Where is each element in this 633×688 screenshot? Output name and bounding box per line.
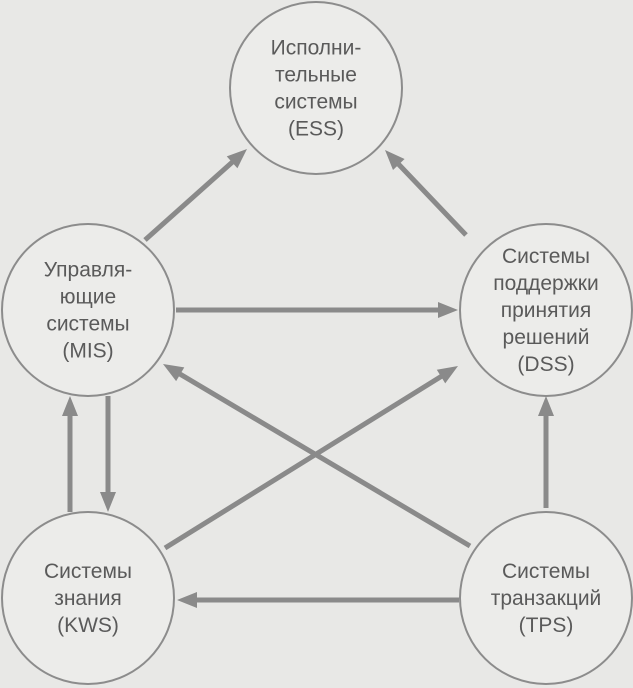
arrow-tps-mis: [163, 364, 472, 549]
arrow-shaft: [395, 161, 468, 237]
arrow-tps-kws: [177, 592, 459, 608]
arrow-head: [438, 302, 458, 318]
arrow-head: [177, 592, 197, 608]
node-label-line: принятия: [501, 299, 591, 322]
node-kws: Системы знания (KWS): [1, 511, 175, 685]
node-label-line: Управля-: [44, 259, 132, 282]
node-label-line: (TPS): [519, 614, 574, 637]
arrow-mis-kws: [100, 396, 116, 512]
arrow-head: [163, 364, 185, 382]
node-label-line: (ESS): [288, 118, 344, 141]
node-label-line: (MIS): [62, 340, 113, 363]
node-label-line: Системы: [502, 245, 590, 268]
node-dss: Системы поддержки принятия решений (DSS): [459, 223, 633, 397]
arrow-shaft: [177, 371, 472, 549]
arrow-head: [100, 492, 116, 512]
node-label-line: тельные: [275, 64, 357, 87]
node-label-line: знания: [54, 587, 122, 610]
node-mis: Управля-ющие системы (MIS): [1, 223, 175, 397]
arrow-kws-dss: [163, 366, 458, 551]
node-circle: [1, 511, 175, 685]
node-circle: [459, 223, 633, 397]
arrow-head: [226, 149, 247, 169]
arrow-head: [385, 150, 405, 170]
node-label-line: транзакций: [491, 587, 602, 610]
node-label-line: решений: [503, 326, 590, 349]
arrow-mis-ess: [143, 149, 247, 242]
arrow-head: [538, 396, 554, 416]
node-ess: Исполни-тельные системы (ESS): [229, 1, 403, 175]
arrow-tps-dss: [538, 396, 554, 508]
arrow-shaft: [143, 159, 236, 242]
node-label-line: Системы: [44, 560, 132, 583]
arrow-dss-ess: [385, 150, 468, 237]
node-label-line: Системы: [502, 560, 590, 583]
node-circle: [1, 223, 175, 397]
arrow-kws-mis: [62, 396, 78, 512]
arrow-mis-dss: [176, 302, 458, 318]
node-label-line: (KWS): [57, 614, 119, 637]
node-circle: [229, 1, 403, 175]
node-tps: Системы транзакций (TPS): [459, 511, 633, 685]
arrow-head: [62, 396, 78, 416]
node-circle: [459, 511, 633, 685]
node-label-line: (DSS): [517, 353, 574, 376]
node-label-line: ющие: [60, 286, 116, 309]
node-label-line: Исполни-: [271, 37, 362, 60]
arrows-layer: [62, 149, 554, 608]
arrow-head: [436, 366, 458, 384]
node-label-line: системы: [274, 91, 357, 114]
node-label-line: системы: [46, 313, 129, 336]
node-label-line: поддержки: [493, 272, 598, 295]
arrow-shaft: [163, 373, 445, 551]
